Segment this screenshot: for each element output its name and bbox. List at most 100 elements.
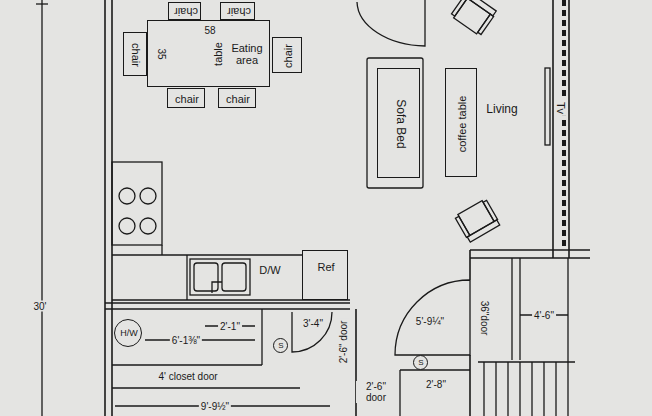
dimension-tick bbox=[36, 3, 48, 4]
dining-table: 58 35 tableEating area bbox=[147, 20, 270, 87]
door-note: 2'-6" door bbox=[338, 319, 349, 366]
wall-line bbox=[519, 258, 520, 360]
chair-box: chair bbox=[123, 32, 147, 76]
item-label: S bbox=[418, 359, 423, 368]
armchair-back bbox=[465, 0, 496, 16]
door-swing bbox=[395, 280, 470, 355]
stair-tread bbox=[483, 362, 484, 416]
item-label: chair bbox=[175, 93, 199, 105]
water-heater: H/W bbox=[114, 319, 142, 347]
stair-tread bbox=[567, 362, 568, 416]
dimension-text: 4'-6" bbox=[532, 310, 556, 321]
item-label: table bbox=[212, 42, 224, 66]
wall-line bbox=[400, 369, 470, 370]
sink-basin bbox=[194, 263, 218, 291]
wall-line bbox=[470, 249, 590, 251]
burner bbox=[119, 188, 135, 204]
stair-tread bbox=[531, 362, 532, 416]
tv-symbol bbox=[545, 68, 550, 145]
wall-line bbox=[469, 355, 471, 416]
wall-line bbox=[112, 364, 262, 365]
door-swing bbox=[292, 312, 332, 352]
sink-symbol bbox=[190, 259, 250, 295]
item-label: 58 bbox=[204, 25, 215, 36]
armchair-arm bbox=[478, 14, 494, 34]
armchair-arm bbox=[455, 216, 469, 237]
refrigerator: Ref bbox=[302, 250, 348, 300]
wall-line bbox=[112, 387, 300, 388]
stair-line bbox=[478, 361, 575, 362]
stair-tread bbox=[519, 362, 520, 416]
appliance-label: Tv bbox=[555, 100, 567, 116]
item-label: coffee table bbox=[456, 95, 468, 152]
plan-linework bbox=[36, 0, 590, 416]
stair-tread bbox=[507, 362, 508, 416]
dimension-text: 2'-1" bbox=[218, 321, 242, 332]
armchair-seat bbox=[458, 201, 494, 236]
dimension-text: 30' bbox=[31, 301, 48, 312]
wall-line bbox=[469, 250, 471, 280]
item-label: chair bbox=[227, 6, 251, 18]
item-label: chair bbox=[282, 44, 294, 68]
counter-line bbox=[186, 255, 187, 300]
wall-line bbox=[511, 258, 512, 360]
item-label: chair bbox=[130, 43, 142, 67]
armchair-arm bbox=[452, 0, 468, 16]
counter-line bbox=[112, 254, 302, 255]
wall-line bbox=[399, 370, 400, 416]
wall-line bbox=[552, 0, 554, 258]
chair-box: chair bbox=[167, 88, 205, 108]
stair-tread bbox=[495, 362, 496, 416]
wall-line bbox=[105, 302, 350, 304]
stove-symbol bbox=[112, 162, 162, 245]
dimension-line bbox=[41, 0, 42, 416]
wall-line bbox=[567, 258, 568, 362]
wall-line bbox=[470, 257, 590, 259]
smoke-detector: S bbox=[413, 355, 428, 370]
armchair-arm bbox=[483, 200, 497, 221]
dimension-text: 3'-4" bbox=[301, 318, 325, 329]
item-label: Eating area bbox=[227, 42, 267, 66]
wall-line bbox=[261, 309, 262, 365]
item-label: chair bbox=[226, 93, 250, 105]
wall-line bbox=[568, 0, 570, 258]
sofa-frame bbox=[367, 58, 423, 188]
stair-tread bbox=[543, 362, 544, 416]
door-note: 36"door bbox=[479, 299, 490, 338]
item-label: chair bbox=[174, 6, 198, 18]
burner bbox=[119, 218, 135, 234]
smoke-detector: S bbox=[273, 338, 288, 353]
door-note: 4' closet door bbox=[156, 371, 219, 382]
chair-box: chair bbox=[272, 37, 302, 73]
door-note: 2'-6" door bbox=[356, 381, 396, 403]
burner bbox=[140, 188, 156, 204]
door-swing bbox=[357, 0, 425, 46]
dimension-text: 9'-9½" bbox=[199, 401, 231, 412]
room-name: Living bbox=[484, 103, 519, 116]
faucet bbox=[212, 282, 222, 293]
dimension-text: 2'-8" bbox=[424, 379, 448, 390]
window-marks bbox=[562, 0, 566, 250]
item-label: S bbox=[278, 342, 283, 351]
item-label: Sofa Bed bbox=[393, 99, 406, 148]
item-label: 35 bbox=[156, 48, 167, 59]
dimension-text: 6'-1⅜" bbox=[170, 335, 202, 346]
appliance-label: D/W bbox=[257, 264, 282, 276]
chair-box: chair bbox=[168, 2, 201, 20]
armchair-back bbox=[467, 220, 499, 242]
stair-tread bbox=[555, 362, 556, 416]
wall-line bbox=[105, 308, 350, 310]
wall-line bbox=[104, 0, 106, 416]
chair-box: chair bbox=[220, 2, 255, 20]
armchair-symbol bbox=[450, 0, 497, 36]
sink-basin bbox=[222, 263, 246, 291]
chair-box: chair bbox=[218, 88, 256, 108]
coffee-table: coffee table bbox=[445, 68, 477, 177]
item-label: H/W bbox=[120, 329, 138, 339]
sofa-bed: Sofa Bed bbox=[377, 68, 420, 178]
dimension-text: 5'-9¼" bbox=[414, 316, 446, 327]
